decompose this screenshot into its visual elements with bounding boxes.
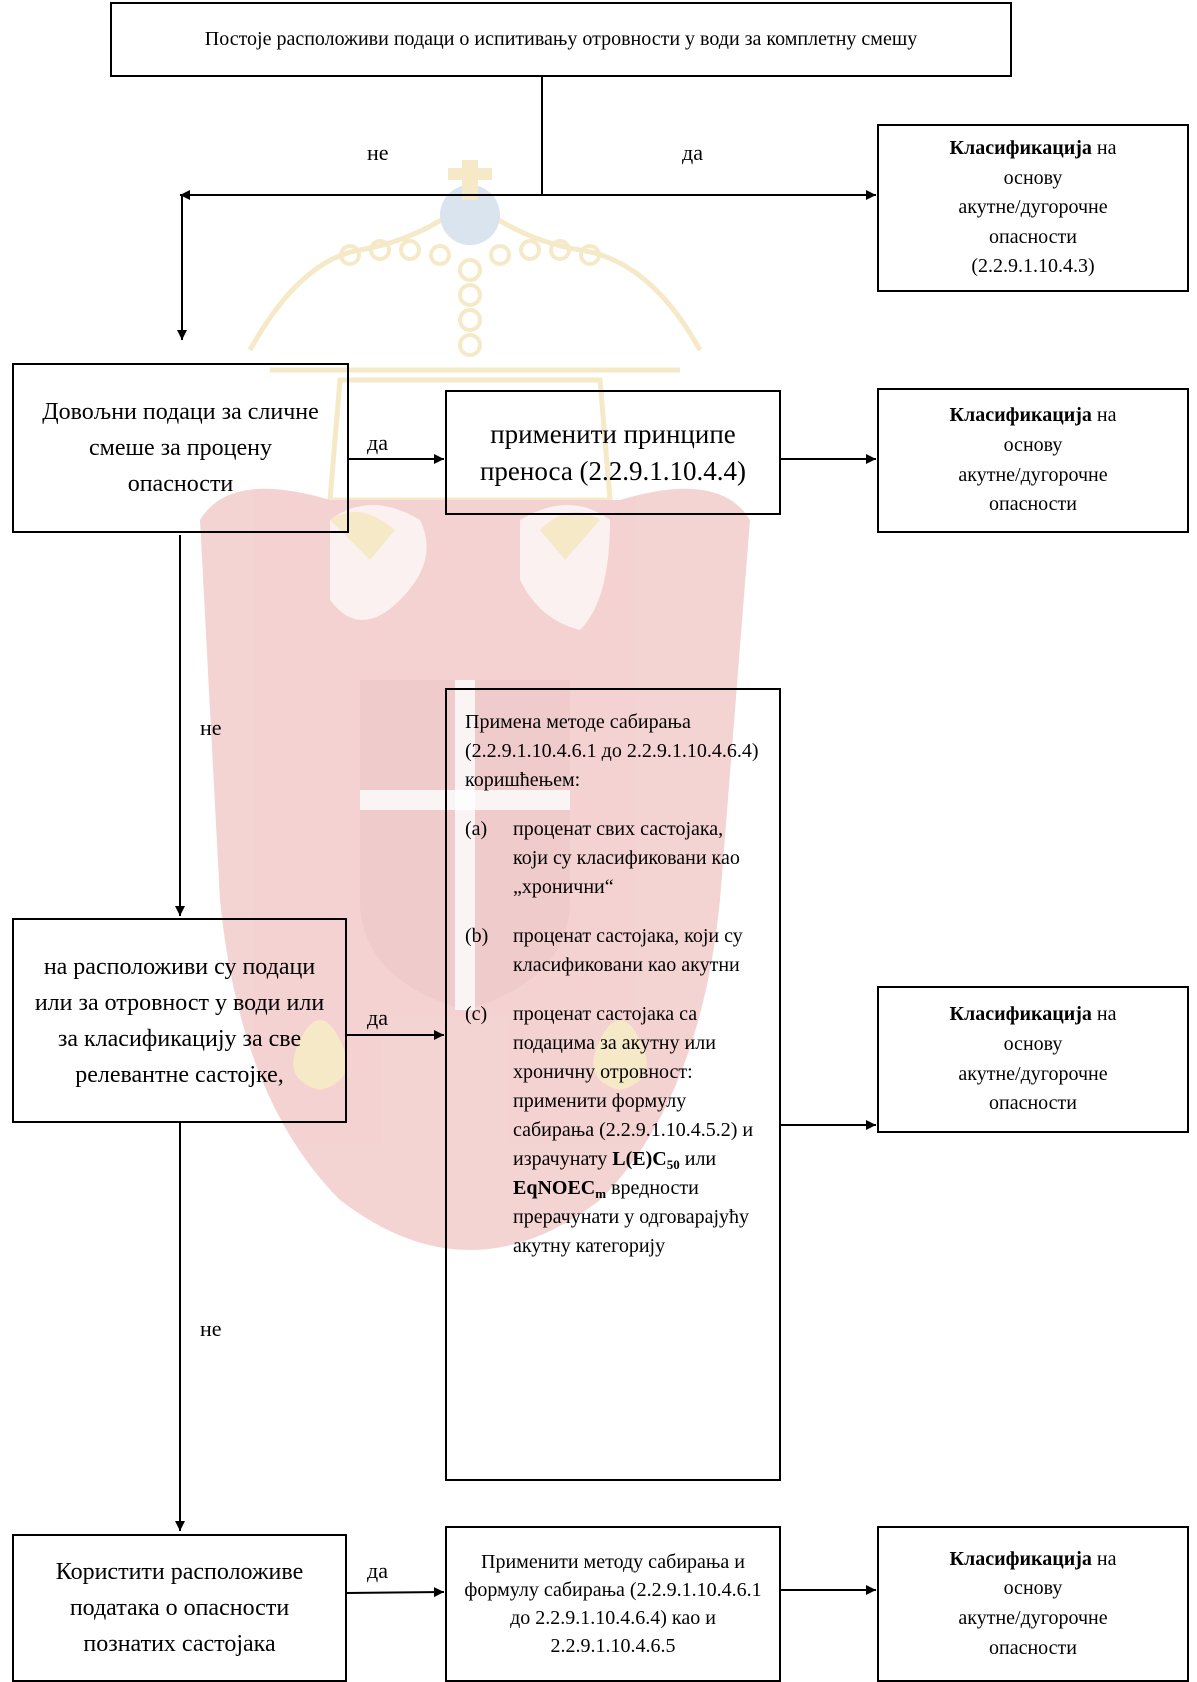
summation-item-a-marker: (a): [465, 818, 488, 840]
classification-4-tail: на: [1096, 1547, 1117, 1570]
classification-1-ref: (2.2.9.1.10.4.3): [971, 255, 1095, 278]
label-yes-final: да: [367, 1558, 388, 1583]
classification-4-line3: акутне/дугорочне: [958, 1607, 1108, 1629]
known-ingredients-box: Користити расположиве података о опаснос…: [12, 1534, 347, 1682]
classification-box-2: Класификација на основу акутне/дугорочне…: [877, 388, 1189, 533]
classification-box-3: Класификација на основу акутне/дугорочне…: [877, 986, 1189, 1133]
label-yes-summation: да: [367, 1005, 388, 1030]
classification-2-line4: опасности: [989, 493, 1077, 516]
classification-4-bold: Класификација: [949, 1547, 1092, 1570]
classification-2-line2: основу: [1003, 433, 1063, 456]
summation-item-b: (b) проценат састојака, који су класифик…: [465, 922, 759, 980]
summation-item-c-text: проценат састојака са подацима за акутну…: [513, 1003, 754, 1170]
bridging-principles-box: применити принципе преноса (2.2.9.1.10.4…: [445, 390, 781, 515]
label-yes-bridging: да: [367, 430, 388, 455]
or-word: или: [684, 1148, 717, 1170]
label-no-middle: не: [200, 715, 222, 740]
classification-1-bold: Класификација: [949, 137, 1092, 160]
classification-1-line4: опасности: [989, 225, 1077, 248]
summation-item-c-body: проценат састојака са подацима за акутну…: [513, 1000, 759, 1261]
classification-1-line2: основу: [1003, 166, 1063, 189]
summation-list: (a) проценат свих састојака, који су кла…: [465, 815, 759, 1261]
summation-item-c-marker: (c): [465, 1003, 488, 1025]
classification-box-4: Класификација на основу акутне/дугорочне…: [877, 1526, 1189, 1682]
summation-item-b-marker: (b): [465, 925, 489, 947]
summation-intro: Примена методе сабирања (2.2.9.1.10.4.6.…: [465, 711, 759, 791]
classification-2-bold: Класификација: [949, 404, 1092, 427]
lec50-label: L(E)C50: [612, 1148, 680, 1172]
summation-item-c-end: вредности прерачунати у одговарајућу аку…: [513, 1177, 750, 1257]
classification-1-tail: на: [1096, 137, 1117, 160]
classification-1-line3: акутне/дугорочне: [958, 196, 1108, 219]
ingredient-data-box: на расположиви су подаци или за отровнос…: [12, 918, 347, 1123]
label-no-top: не: [367, 140, 389, 165]
final-summation-text: Применити методу сабирања и формулу саби…: [464, 1551, 762, 1657]
classification-2-line3: акутне/дугорочне: [958, 463, 1108, 486]
classification-4-line2: основу: [1003, 1577, 1063, 1600]
final-summation-box: Применити методу сабирања и формулу саби…: [445, 1526, 781, 1682]
classification-3-line4: опасности: [989, 1092, 1077, 1115]
classification-2-tail: на: [1096, 404, 1117, 427]
summation-method-box: Примена методе сабирања (2.2.9.1.10.4.6.…: [445, 688, 781, 1481]
classification-4-line4: опасности: [989, 1636, 1077, 1659]
classification-3-line3: акутне/дугорочне: [958, 1062, 1108, 1085]
classification-3-line2: основу: [1003, 1032, 1063, 1055]
start-box-text: Постоје расположиви подаци о испитивању …: [204, 28, 918, 51]
classification-3-bold: Класификација: [949, 1003, 1092, 1026]
classification-3-tail: на: [1096, 1003, 1117, 1026]
start-box: Постоје расположиви подаци о испитивању …: [110, 2, 1012, 77]
label-no-bottom: не: [200, 1316, 222, 1341]
label-yes-top: да: [682, 140, 703, 165]
similar-mixtures-box: Довољни подаци за сличне смеше за процен…: [12, 363, 349, 533]
known-ingredients-text: Користити расположиве података о опаснос…: [55, 1559, 304, 1657]
bridging-principles-text: применити принципе преноса (2.2.9.1.10.4…: [479, 418, 747, 486]
summation-item-a: (a) проценат свих састојака, који су кла…: [465, 815, 759, 902]
summation-item-b-text: проценат састојака, који су класификован…: [513, 925, 743, 976]
similar-mixtures-text: Довољни подаци за сличне смеше за процен…: [42, 399, 319, 497]
summation-item-a-text: проценат свих састојака, који су класифи…: [513, 818, 740, 898]
ingredient-data-text: на расположиви су подаци или за отровнос…: [34, 953, 325, 1088]
classification-box-1: Класификација на основу акутне/дугорочне…: [877, 124, 1189, 292]
eqnoec-label: EqNOECm: [513, 1177, 607, 1201]
summation-item-c: (c) проценат састојака са подацима за ак…: [465, 1000, 759, 1261]
